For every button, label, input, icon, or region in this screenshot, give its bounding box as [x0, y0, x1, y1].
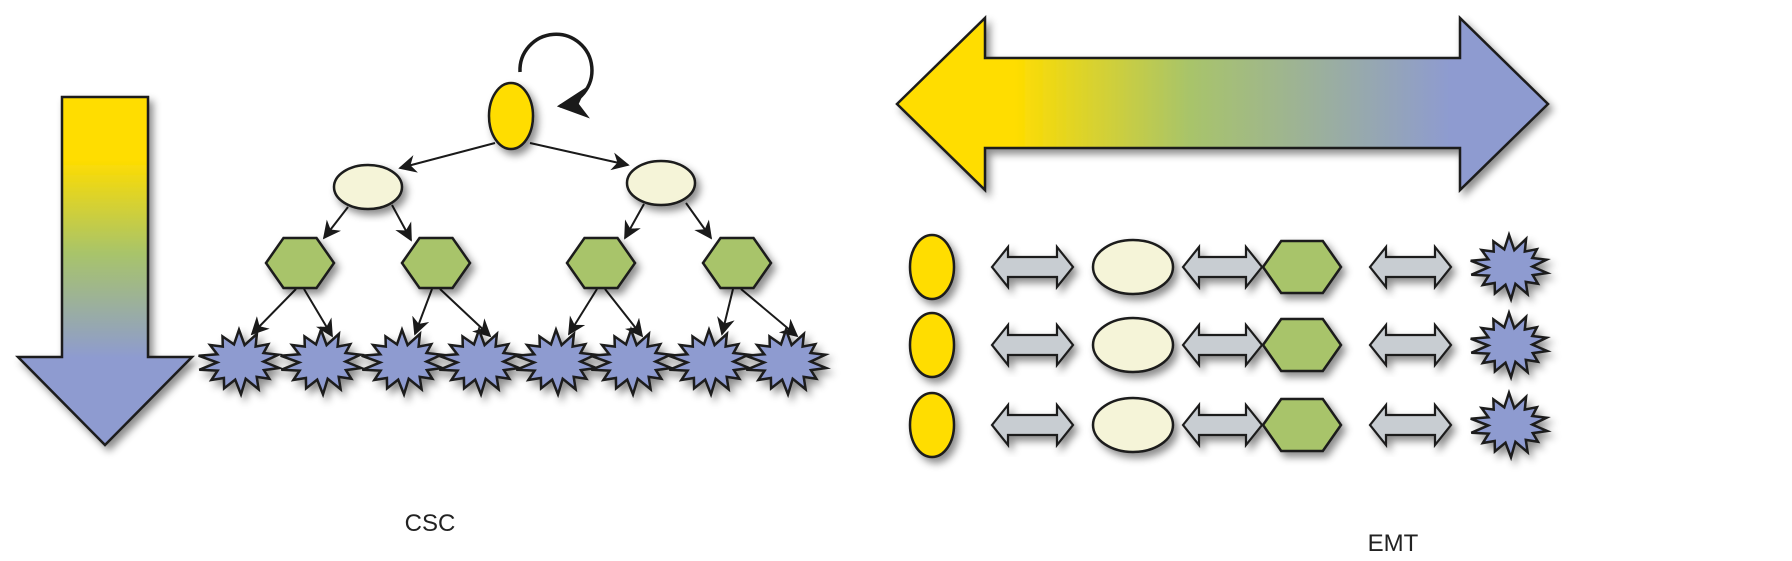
bidirectional-arrow [990, 401, 1075, 449]
lavender-starburst [438, 326, 524, 399]
cancer-stem-cell-ellipse [487, 81, 535, 151]
bidirectional-arrow [990, 243, 1075, 291]
hierarchy-arrow [568, 288, 598, 336]
yellow-ellipse [908, 391, 956, 459]
yellow-ellipse [908, 311, 956, 379]
csc-label: CSC [404, 510, 456, 537]
hierarchy-arrow [529, 142, 630, 171]
hierarchy-arrow [412, 288, 433, 336]
lavender-starburst [1470, 388, 1552, 462]
cream-ellipse [1091, 316, 1175, 374]
hierarchy-arrow [398, 142, 496, 173]
bidirectional-arrow [1368, 243, 1453, 291]
green-hexagon [701, 236, 773, 290]
green-hexagon [1261, 317, 1343, 373]
lavender-starburst [198, 326, 284, 399]
lavender-starburst [745, 326, 831, 399]
hierarchy-arrow [322, 206, 349, 240]
bidirectional-arrow [1181, 243, 1264, 291]
emt-gradient-double-arrow [895, 15, 1550, 193]
cream-ellipse [1091, 396, 1175, 454]
lavender-starburst [668, 326, 754, 399]
progenitor-ellipse [625, 159, 697, 207]
hierarchy-arrow [439, 288, 492, 338]
green-hexagon [400, 236, 472, 290]
bidirectional-arrow [1368, 401, 1453, 449]
bidirectional-arrow [1181, 401, 1264, 449]
hierarchy-arrow [250, 288, 297, 336]
differentiation-gradient-arrow [15, 95, 195, 447]
hierarchy-arrow [717, 288, 735, 336]
lavender-starburst [1470, 308, 1552, 382]
bidirectional-arrow [1181, 321, 1264, 369]
self-renewal-loop-icon [518, 32, 594, 119]
bidirectional-arrow [1368, 321, 1453, 369]
lavender-starburst [280, 326, 366, 399]
green-hexagon [565, 236, 637, 290]
bidirectional-arrow [990, 321, 1075, 369]
lavender-starburst [590, 326, 676, 399]
green-hexagon [1261, 239, 1343, 295]
yellow-ellipse [908, 233, 956, 301]
hierarchy-arrow [391, 204, 412, 242]
lavender-starburst [361, 326, 447, 399]
hierarchy-arrow [303, 288, 333, 338]
cream-ellipse [1091, 238, 1175, 296]
progenitor-ellipse [332, 163, 404, 211]
lavender-starburst [1470, 230, 1552, 304]
green-hexagon [1261, 397, 1343, 453]
hierarchy-arrow [624, 203, 645, 240]
lavender-starburst [515, 326, 601, 399]
hierarchy-arrow [740, 288, 799, 338]
hierarchy-arrow [604, 288, 644, 338]
green-hexagon [264, 236, 336, 290]
emt-label: EMT [1367, 530, 1419, 557]
hierarchy-arrow [685, 202, 713, 240]
